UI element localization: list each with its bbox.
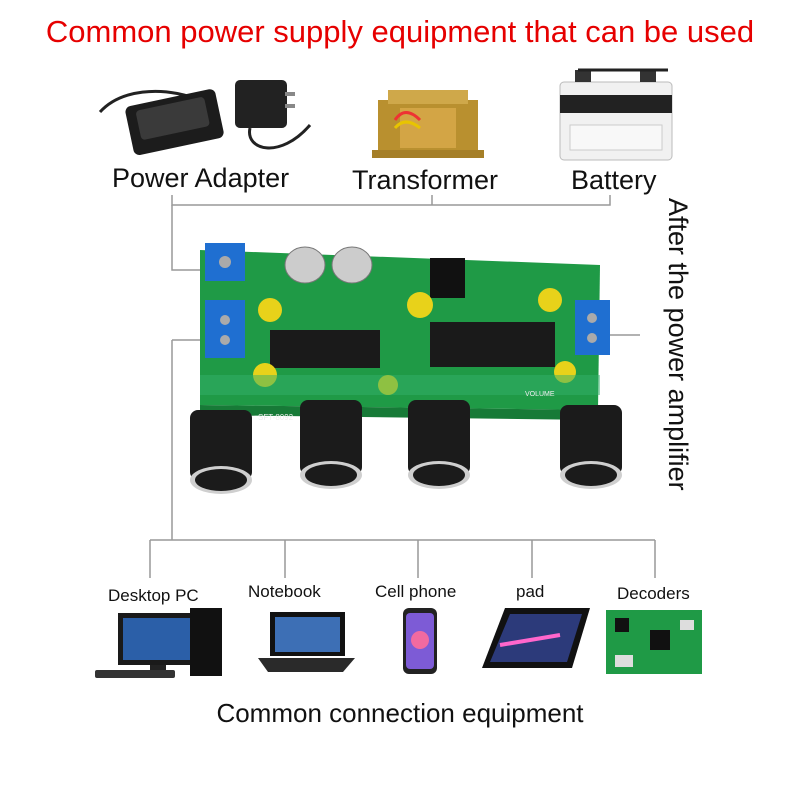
device-label-desktop-pc: Desktop PC: [108, 586, 199, 605]
decoder-board-icon: [606, 610, 702, 674]
amplifier-board-image: [190, 243, 622, 494]
device-label-pad: pad: [516, 582, 545, 601]
device-label-decoders: Decoders: [617, 584, 690, 603]
battery-label: Battery: [571, 165, 657, 195]
transformer-icon: [372, 90, 484, 158]
page-title: Common power supply equipment that can b…: [45, 14, 755, 49]
side-label-text: After the power amplifier: [663, 198, 693, 491]
device-label-notebook: Notebook: [248, 582, 321, 601]
power-adapter-label: Power Adapter: [112, 163, 290, 193]
cell-phone-icon: [403, 608, 437, 674]
notebook-icon: [258, 612, 355, 672]
power-connector-lines: [149, 195, 656, 578]
device-label-cell-phone: Cell phone: [375, 582, 457, 601]
transformer-label: Transformer: [352, 165, 499, 195]
desktop-pc-icon: [95, 608, 222, 678]
bottom-caption: Common connection equipment: [216, 698, 584, 728]
battery-icon: [559, 68, 673, 161]
power-adapter-icon: [98, 80, 312, 156]
side-label: After the power amplifier: [655, 198, 695, 518]
tablet-icon: [482, 608, 590, 668]
